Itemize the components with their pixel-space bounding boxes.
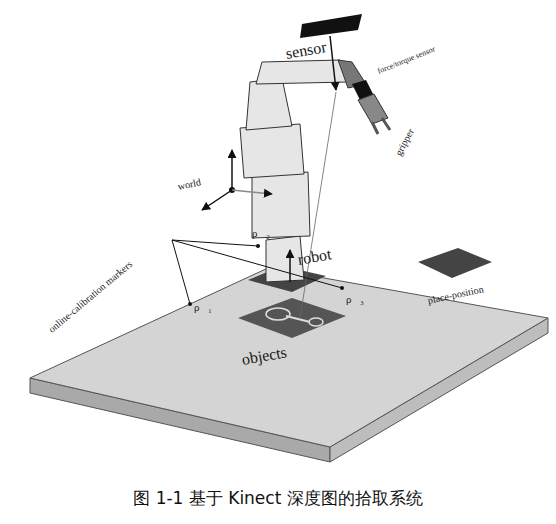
sensor-line	[300, 92, 336, 318]
sensor-label: sensor	[285, 39, 328, 62]
robot-axis	[289, 250, 291, 282]
marker-leader	[172, 240, 190, 304]
robot-column	[252, 172, 310, 238]
marker-name: ρ⃗₂	[252, 228, 270, 239]
place-square	[418, 248, 492, 278]
world-axis	[232, 190, 272, 194]
objects-square	[238, 298, 346, 338]
marker-leader	[172, 240, 342, 288]
world-axis	[202, 190, 232, 210]
sensor-ray	[330, 36, 336, 90]
gripper-label: gripper	[394, 127, 416, 157]
robot-shoulder	[240, 124, 304, 178]
marker-name: ρ⃗₁	[194, 302, 212, 313]
robot-upper-arm	[246, 78, 292, 130]
table-top	[30, 268, 548, 447]
gripper-finger	[372, 118, 390, 134]
marker-dot	[256, 244, 260, 248]
marker-name: ρ⃗₃	[346, 294, 364, 305]
marker-dot	[340, 286, 344, 290]
world-axis	[231, 150, 233, 190]
markers-label: online-calibration markers	[47, 259, 134, 335]
kinect-sensor	[300, 14, 362, 38]
figure-caption: 图 1-1 基于 Kinect 深度图的拾取系统	[0, 487, 556, 510]
robot-label: robot	[297, 246, 333, 268]
marker-dot	[188, 302, 192, 306]
object-shape	[286, 316, 310, 322]
world-label: world	[177, 177, 202, 192]
ft-sensor-label: force/torque sensor	[377, 45, 437, 75]
marker-leader	[172, 240, 258, 246]
object-shape	[266, 308, 290, 320]
object-shape	[309, 318, 323, 326]
